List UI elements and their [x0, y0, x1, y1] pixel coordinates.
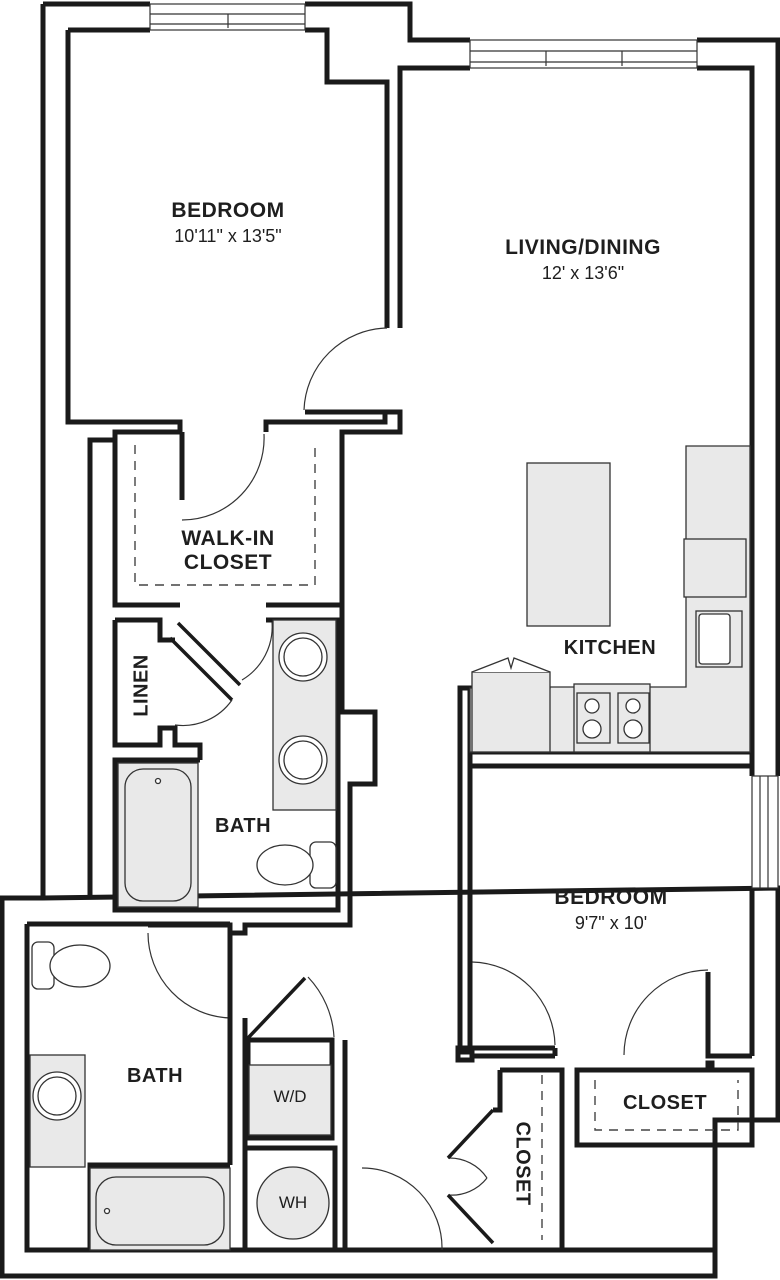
water-heater	[256, 1166, 330, 1240]
room-label-linen: LINEN	[131, 646, 154, 726]
door-bath-second	[147, 932, 231, 1019]
bath-main-fixtures	[117, 619, 337, 908]
room-name: BEDROOM	[554, 886, 668, 909]
room-dimensions: 9'7" x 10'	[574, 913, 648, 934]
fixture-name: WH	[278, 1193, 308, 1212]
toilet-bowl-main	[256, 844, 314, 886]
room-name: BATH	[214, 815, 272, 837]
kitchen-island	[526, 462, 611, 627]
room-name: CLOSET	[622, 1092, 708, 1114]
door-walk-in-closet	[181, 433, 265, 521]
door-closet-hall-1	[447, 1157, 488, 1179]
room-dimensions: 12' x 13'6"	[541, 263, 625, 284]
room-label-closet-hall: CLOSET	[511, 1104, 534, 1224]
room-label-closet-bedroom: CLOSET	[605, 1092, 725, 1115]
room-label-living-dining: LIVING/DINING 12' x 13'6"	[473, 236, 693, 284]
door-closet-hall-2	[447, 1177, 488, 1196]
room-name: LIVING/DINING	[505, 236, 661, 259]
door-closet-bedroom	[623, 969, 709, 1056]
doors	[147, 327, 709, 1251]
burner-1	[584, 698, 600, 714]
room-label-walk-in-closet: WALK-IN CLOSET	[158, 527, 298, 575]
interior-walls-left	[112, 409, 403, 936]
toilet-tank-main	[309, 841, 337, 889]
kitchen-sink	[698, 613, 731, 665]
door-bath-main	[241, 621, 273, 681]
room-label-bedroom-main: BEDROOM 10'11" x 13'5"	[128, 199, 328, 247]
door-bedroom-second	[471, 961, 556, 1046]
burner-3	[625, 698, 641, 714]
door-entry	[361, 1167, 443, 1251]
interior-walls-center	[27, 685, 755, 1250]
room-name: LINEN	[130, 654, 153, 717]
room-name-line1: WALK-IN	[181, 527, 275, 550]
washer-dryer	[248, 1064, 332, 1136]
windows	[149, 3, 779, 889]
bath-second-fixtures	[29, 941, 332, 1251]
toilet-bowl-second	[49, 944, 111, 988]
door-bedroom-main	[303, 327, 388, 411]
door-linen	[174, 699, 233, 727]
burner-2	[582, 719, 602, 739]
wall-oven	[683, 538, 747, 598]
walk-in-closet-shelf	[134, 445, 316, 586]
room-dimensions: 10'11" x 13'5"	[174, 226, 282, 247]
burner-4	[623, 719, 643, 739]
fridge	[471, 671, 551, 753]
window-living	[469, 39, 698, 69]
closet-bedroom-shelf	[594, 1080, 739, 1131]
door-wd	[307, 976, 335, 1038]
kitchen-fixtures	[469, 445, 751, 753]
window-bedroom-second	[751, 775, 779, 889]
room-name-line2: CLOSET	[183, 551, 273, 575]
fixture-name: W/D	[273, 1087, 307, 1106]
room-label-bath-main: BATH	[198, 815, 288, 838]
room-label-kitchen: KITCHEN	[550, 637, 670, 660]
room-name: BEDROOM	[171, 199, 285, 222]
room-label-bath-second: BATH	[110, 1065, 200, 1088]
room-name: CLOSET	[511, 1121, 534, 1206]
room-name: BATH	[126, 1065, 184, 1087]
room-label-bedroom-second: BEDROOM 9'7" x 10'	[511, 886, 711, 934]
fixture-label-wh: WH	[253, 1193, 333, 1213]
fixture-label-wd: W/D	[250, 1087, 330, 1107]
room-name: KITCHEN	[563, 637, 657, 659]
